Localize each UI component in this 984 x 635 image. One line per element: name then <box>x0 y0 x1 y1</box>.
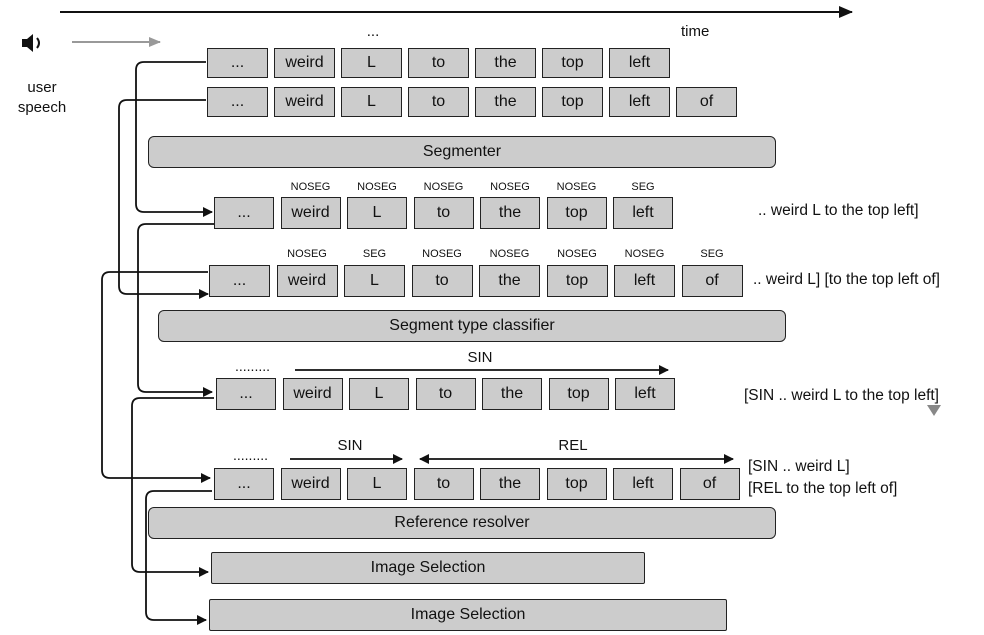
token-box: ... <box>216 378 276 410</box>
token-box: weird <box>276 265 338 297</box>
row-3-note: .. weird L to the top left] <box>758 202 919 219</box>
row-6-note-line1: [SIN .. weird L] <box>748 458 850 475</box>
token-box: ... <box>214 197 274 229</box>
connector-row4-row6 <box>101 271 211 483</box>
connector-row2-row4 <box>118 99 209 299</box>
token-box: weird <box>280 468 341 500</box>
token-box: the <box>480 468 540 500</box>
token-box: left <box>609 48 670 78</box>
token-box: ... <box>207 87 268 117</box>
row-4-note: .. weird L] [to the top left of] <box>753 271 940 288</box>
user-speech-label-line2: speech <box>17 99 67 116</box>
token-box: L <box>347 197 407 229</box>
token-box: ... <box>209 265 270 297</box>
row-5-sin-label: SIN <box>467 349 493 366</box>
token-box: to <box>413 468 474 500</box>
token-box: L <box>341 48 402 78</box>
token-box: the <box>475 87 536 117</box>
token-box: to <box>415 378 476 410</box>
token-box: to <box>408 87 469 117</box>
token-box: the <box>482 378 542 410</box>
segment-tag: SEG <box>631 181 655 193</box>
connector-row5-imagesel1 <box>131 397 214 577</box>
token-box: of <box>679 468 740 500</box>
segment-tag: NOSEG <box>557 248 597 260</box>
token-box: weird <box>274 48 335 78</box>
row-5-dots: ......... <box>235 358 271 374</box>
token-box: to <box>413 197 474 229</box>
time-label: time <box>681 23 710 40</box>
cursor-icon <box>927 405 941 416</box>
token-box: top <box>548 378 609 410</box>
token-box: L <box>347 468 407 500</box>
row-6-sin-label: SIN <box>337 437 363 454</box>
row-6-rel-label: REL <box>558 437 588 454</box>
token-box: L <box>341 87 402 117</box>
connector-row3-row5 <box>137 223 214 397</box>
token-box: top <box>542 87 603 117</box>
token-box: left <box>615 378 675 410</box>
segment-tag: SEG <box>362 248 387 260</box>
segment-tag: NOSEG <box>290 181 331 193</box>
token-box: left <box>613 197 673 229</box>
token-box: left <box>609 87 670 117</box>
segment-tag: NOSEG <box>357 181 397 193</box>
row-6-note-line2: [REL to the top left of] <box>748 480 898 497</box>
reference-resolver-bar: Reference resolver <box>148 507 776 539</box>
row-6-dots: ......... <box>233 447 269 463</box>
token-box: to <box>408 48 469 78</box>
token-box: the <box>479 265 540 297</box>
token-box: left <box>614 265 675 297</box>
top-ellipsis: ... <box>366 23 380 40</box>
token-box: the <box>475 48 536 78</box>
image-selection-bar-1: Image Selection <box>211 552 645 584</box>
token-box: weird <box>274 87 335 117</box>
speaker-icon <box>22 34 40 52</box>
token-box: left <box>613 468 673 500</box>
token-box: to <box>411 265 473 297</box>
segmenter-bar: Segmenter <box>148 136 776 168</box>
token-box: ... <box>214 468 274 500</box>
segment-tag: NOSEG <box>624 248 665 260</box>
token-box: L <box>344 265 405 297</box>
segment-tag: NOSEG <box>490 181 530 193</box>
segment-tag: SEG <box>700 248 724 260</box>
token-box: top <box>542 48 603 78</box>
token-box: top <box>546 468 607 500</box>
segment-tag: NOSEG <box>422 248 462 260</box>
token-box: top <box>546 197 607 229</box>
segment-type-classifier-bar: Segment type classifier <box>158 310 786 342</box>
row-5-note: [SIN .. weird L to the top left] <box>744 387 939 404</box>
image-selection-bar-2: Image Selection <box>209 599 727 631</box>
token-box: the <box>480 197 540 229</box>
segment-tag: NOSEG <box>556 181 597 193</box>
token-box: weird <box>280 197 341 229</box>
token-box: ... <box>207 48 268 78</box>
segment-tag: NOSEG <box>423 181 464 193</box>
token-box: L <box>349 378 409 410</box>
segment-tag: NOSEG <box>489 248 530 260</box>
token-box: weird <box>282 378 343 410</box>
connector-row1-row3 <box>135 61 213 217</box>
token-box: of <box>681 265 743 297</box>
segment-tag: NOSEG <box>287 248 327 260</box>
token-box: top <box>546 265 608 297</box>
user-speech-label-line1: user <box>27 79 57 96</box>
connector-row6-imagesel2 <box>145 490 212 625</box>
token-box: of <box>676 87 737 117</box>
